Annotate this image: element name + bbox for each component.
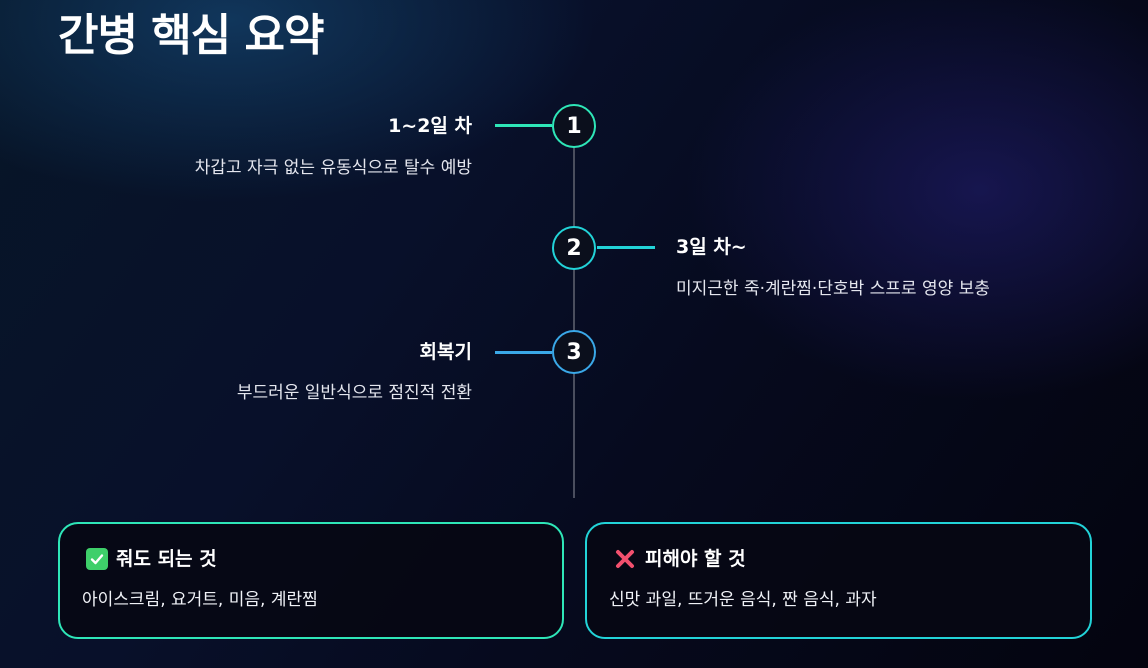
avoid-foods-title: 피해야 할 것 xyxy=(645,548,746,570)
avoid-foods-card: 피해야 할 것 신맛 과일, 뜨거운 음식, 짠 음식, 과자 xyxy=(585,522,1092,639)
step-1-connector xyxy=(495,124,552,127)
step-1-title: 1~2일 차 xyxy=(388,115,472,137)
step-3-node: 3 xyxy=(552,330,596,374)
allowed-foods-header: 줘도 되는 것 xyxy=(86,544,540,574)
allowed-foods-list: 아이스크림, 요거트, 미음, 계란찜 xyxy=(82,590,318,610)
step-3-description: 부드러운 일반식으로 점진적 전환 xyxy=(236,383,472,403)
page-title: 간병 핵심 요약 xyxy=(58,10,325,61)
step-1-description: 차갑고 자극 없는 유동식으로 탈수 예방 xyxy=(194,158,472,178)
step-1-node: 1 xyxy=(552,104,596,148)
timeline-line xyxy=(573,126,575,498)
step-2-description: 미지근한 죽·계란찜·단호박 스프로 영양 보충 xyxy=(676,279,990,299)
allowed-foods-card: 줘도 되는 것 아이스크림, 요거트, 미음, 계란찜 xyxy=(58,522,564,639)
step-3-connector xyxy=(495,351,552,354)
step-2-node: 2 xyxy=(552,226,596,270)
step-3-title: 회복기 xyxy=(419,341,472,363)
check-icon xyxy=(86,548,108,570)
cross-icon xyxy=(613,547,637,571)
allowed-foods-title: 줘도 되는 것 xyxy=(116,548,217,570)
avoid-foods-list: 신맛 과일, 뜨거운 음식, 짠 음식, 과자 xyxy=(609,590,877,610)
avoid-foods-header: 피해야 할 것 xyxy=(613,544,1068,574)
step-2-connector xyxy=(597,246,655,249)
step-2-title: 3일 차~ xyxy=(676,236,747,258)
